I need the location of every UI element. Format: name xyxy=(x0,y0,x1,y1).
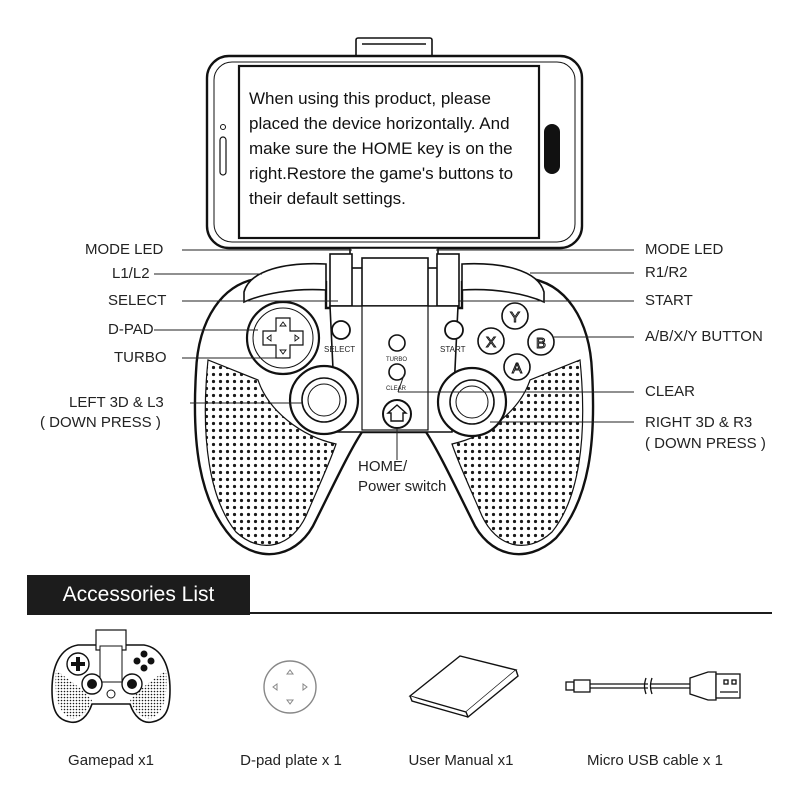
label-dpad: D-PAD xyxy=(108,321,154,338)
accessories-divider xyxy=(27,612,772,614)
select-button xyxy=(331,320,351,340)
caption-gamepad: Gamepad x1 xyxy=(68,752,154,769)
clear-small-label: CLEAR xyxy=(386,386,407,392)
turbo-button xyxy=(388,334,406,352)
b-button-letter: B xyxy=(536,335,546,352)
label-turbo: TURBO xyxy=(114,349,167,366)
y-button: Y xyxy=(501,302,529,330)
label-select: SELECT xyxy=(108,292,167,309)
home-icon xyxy=(386,404,408,422)
phone-screen-text: When using this product, please placed t… xyxy=(249,89,514,208)
label-clear: CLEAR xyxy=(645,383,696,400)
x-button-letter: X xyxy=(486,334,496,351)
a-button-letter: A xyxy=(512,360,522,377)
label-left-3d-line1: LEFT 3D & L3 xyxy=(69,394,164,411)
accessories-title: Accessories List xyxy=(62,583,215,606)
label-right-3d-line2: ( DOWN PRESS ) xyxy=(645,435,766,452)
label-home-line2: Power switch xyxy=(358,478,447,495)
label-start: START xyxy=(645,292,693,309)
start-button xyxy=(444,320,464,340)
label-mode-led-left: MODE LED xyxy=(85,241,164,258)
turbo-small-label: TURBO xyxy=(386,357,407,363)
manual-icon xyxy=(408,655,519,719)
caption-usb-cable: Micro USB cable x 1 xyxy=(587,752,723,769)
label-r1-r2: R1/R2 xyxy=(645,264,688,281)
y-button-letter: Y xyxy=(510,309,520,326)
start-small-label: START xyxy=(440,345,466,354)
label-left-3d-line2: ( DOWN PRESS ) xyxy=(40,414,161,431)
phone-home-key xyxy=(544,124,560,174)
label-abxy: A/B/X/Y BUTTON xyxy=(645,328,763,345)
phone-clamp-base xyxy=(329,247,460,307)
x-button: X xyxy=(477,327,505,355)
label-mode-led-right: MODE LED xyxy=(645,241,724,258)
caption-user-manual: User Manual x1 xyxy=(408,752,514,769)
label-right-3d-line1: RIGHT 3D & R3 xyxy=(645,414,753,431)
b-button: B xyxy=(527,328,555,356)
usb-cable-icon xyxy=(565,671,741,701)
label-home-line1: HOME/ xyxy=(358,458,408,475)
left-analog-stick xyxy=(288,364,360,436)
gamepad-icon xyxy=(51,629,171,724)
a-button: A xyxy=(503,353,531,381)
accessories-title-bar xyxy=(27,575,250,615)
select-small-label: SELECT xyxy=(324,345,355,354)
dpad xyxy=(245,300,321,376)
right-analog-stick xyxy=(436,366,508,438)
callout-lines xyxy=(154,249,634,460)
dpad-plate-icon xyxy=(263,660,317,714)
label-l1-l2: L1/L2 xyxy=(112,265,150,282)
caption-dpad-plate: D-pad plate x 1 xyxy=(240,752,342,769)
